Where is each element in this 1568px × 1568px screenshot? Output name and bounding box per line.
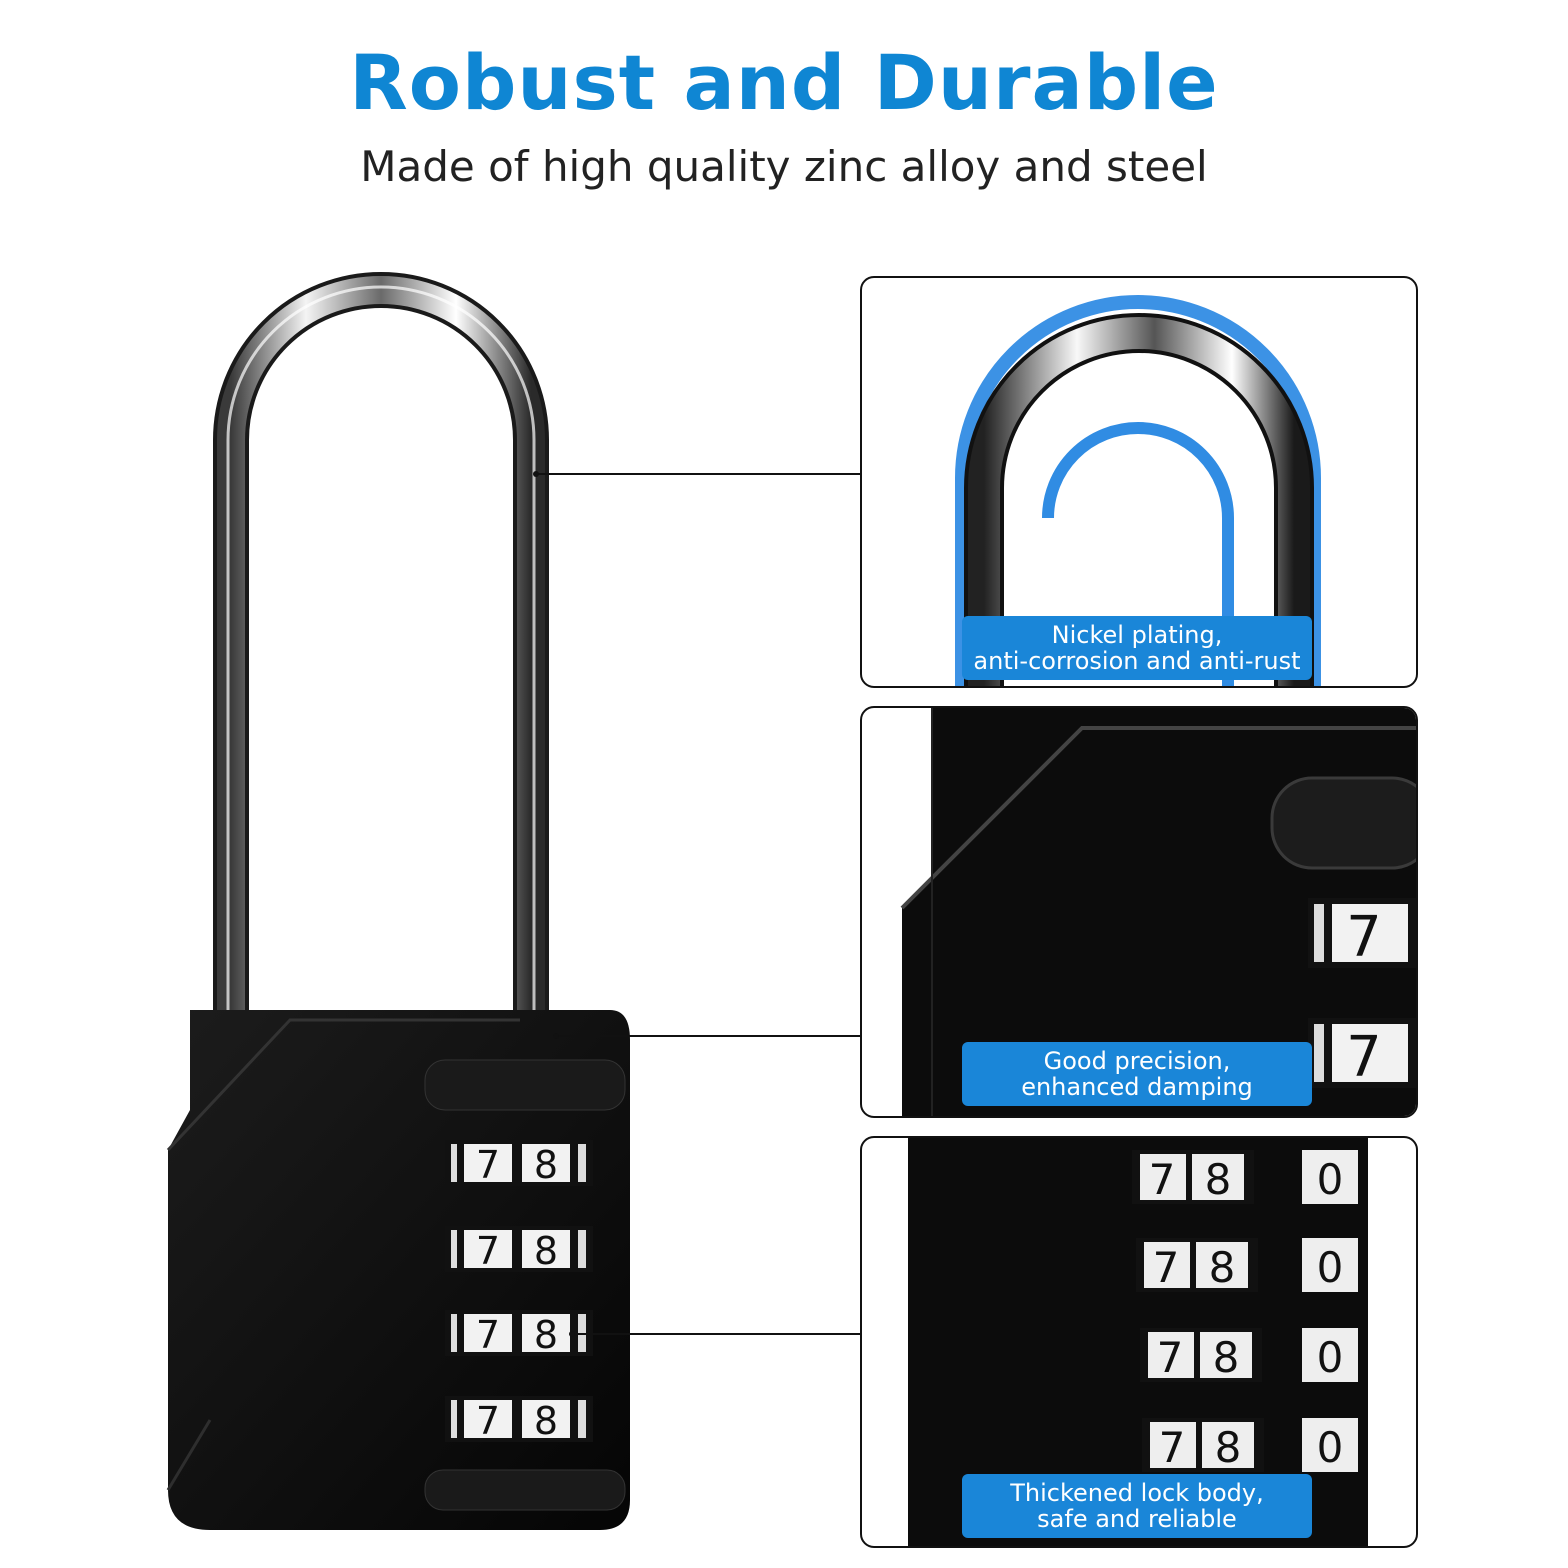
dial-digit: 8: [534, 1143, 558, 1187]
dial-digit: 7: [1149, 1155, 1176, 1204]
dial-digit: 7: [1159, 1423, 1186, 1472]
dial-digit: 8: [534, 1313, 558, 1357]
dial-digit: 0: [1317, 1333, 1344, 1382]
detail-panel-body-corner: 7 7 Good precision, enhanced damping: [860, 706, 1418, 1118]
shackle: [213, 272, 549, 1030]
dial-digit: 0: [1317, 1243, 1344, 1292]
detail-panel-dials: 7 8 0 7 8 0 7 8 0 7 8: [860, 1136, 1418, 1548]
caption-line: anti-corrosion and anti-rust: [973, 647, 1301, 675]
dial-digit: 7: [476, 1399, 500, 1443]
caption-line: Good precision,: [1043, 1047, 1231, 1075]
caption-line: safe and reliable: [1037, 1505, 1237, 1533]
dial-digit: 0: [1317, 1423, 1344, 1472]
dial-digit: 0: [1317, 1155, 1344, 1204]
caption-nickel-plating: Nickel plating, anti-corrosion and anti-…: [962, 616, 1312, 680]
callout-lines: [536, 473, 860, 1335]
dial-digit: 7: [1157, 1333, 1184, 1382]
dial-digit: 7: [1346, 905, 1382, 970]
dial-digit: 8: [1215, 1423, 1242, 1472]
dial-digit: 7: [1153, 1243, 1180, 1292]
page-subtitle: Made of high quality zinc alloy and stee…: [360, 142, 1208, 191]
dial-digit: 8: [534, 1229, 558, 1273]
dial-digit: 7: [476, 1313, 500, 1357]
caption-line: Thickened lock body,: [1010, 1479, 1264, 1507]
dial-digit: 8: [1205, 1155, 1232, 1204]
caption-line: Nickel plating,: [1051, 621, 1223, 649]
caption-precision: Good precision, enhanced damping: [962, 1042, 1312, 1106]
dial-row-4: 7 8: [445, 1396, 593, 1443]
dial-digit: 8: [1209, 1243, 1236, 1292]
padlock-illustration: 7 8 7 8 7 8 7 8: [166, 272, 860, 1530]
detail-panel-shackle: Nickel plating, anti-corrosion and anti-…: [860, 276, 1418, 688]
dial-digit: 8: [534, 1399, 558, 1443]
dial-digit: 8: [1213, 1333, 1240, 1382]
dial-digit: 7: [1346, 1025, 1382, 1090]
dial-row-1: 7 8: [445, 1140, 593, 1187]
dial-row-3: 7 8: [445, 1310, 593, 1357]
caption-thickened-body: Thickened lock body, safe and reliable: [962, 1474, 1312, 1538]
dial-row-2: 7 8: [445, 1226, 593, 1273]
dial-digit: 7: [476, 1229, 500, 1273]
dial-digit: 7: [476, 1143, 500, 1187]
page-title: Robust and Durable: [349, 38, 1219, 127]
caption-line: enhanced damping: [1021, 1073, 1253, 1101]
